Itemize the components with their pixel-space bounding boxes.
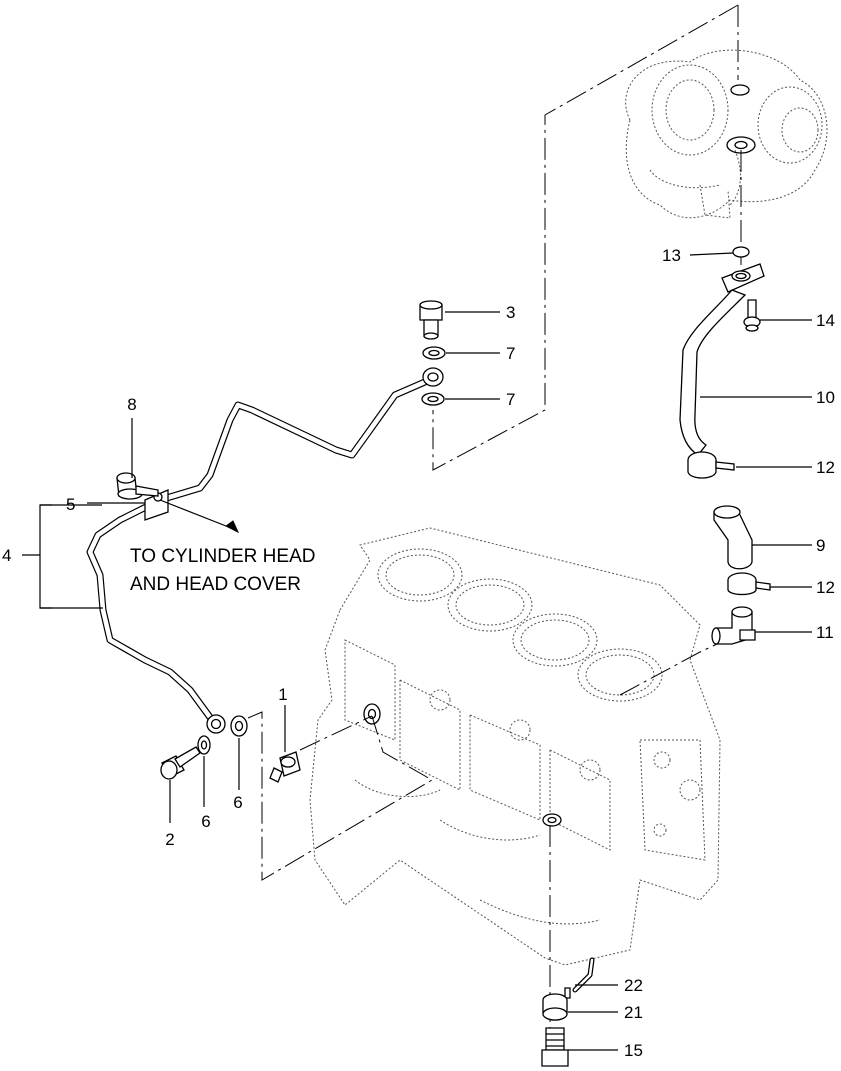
hose-clamp-lower xyxy=(727,572,771,596)
callout-labels: 1 2 3 4 5 6 6 7 7 8 9 10 11 12 12 13 14 … xyxy=(2,246,835,1060)
note-line-1: TO CYLINDER HEAD xyxy=(130,546,315,567)
pin xyxy=(564,987,571,999)
oil-return-pipe xyxy=(679,263,765,456)
callout-1: 1 xyxy=(278,685,287,704)
callout-7a: 7 xyxy=(506,344,515,363)
callout-22: 22 xyxy=(624,976,643,995)
callout-7b: 7 xyxy=(506,390,515,409)
flange-bolt-right xyxy=(743,299,761,332)
callout-21: 21 xyxy=(624,1003,643,1022)
note-line-2: AND HEAD COVER xyxy=(130,574,301,595)
banjo-bolt-top xyxy=(419,300,443,340)
relief-valve-bolt xyxy=(541,1027,569,1067)
callout-6a: 6 xyxy=(201,812,210,831)
callout-6b: 6 xyxy=(233,793,242,812)
callout-3: 3 xyxy=(506,303,515,322)
banjo-bolt-bottom xyxy=(160,746,201,780)
callout-11: 11 xyxy=(816,623,834,642)
oil-pressure-switch xyxy=(269,751,301,783)
o-ring xyxy=(732,246,750,258)
callout-4: 4 xyxy=(2,546,11,565)
flange-bolt xyxy=(116,472,159,500)
turbocharger xyxy=(625,49,828,219)
callout-12b: 12 xyxy=(816,578,835,597)
parts xyxy=(116,246,771,1067)
note-arrow-head xyxy=(225,520,240,534)
callout-10: 10 xyxy=(816,388,835,407)
oil-return-hose xyxy=(713,505,753,570)
callout-12a: 12 xyxy=(816,458,835,477)
elbow-connector xyxy=(711,606,756,645)
callout-15: 15 xyxy=(624,1041,643,1060)
piston-cooling-nozzle xyxy=(542,993,568,1021)
callout-13: 13 xyxy=(662,246,681,265)
engine-block xyxy=(309,527,721,966)
hose-clamp-upper xyxy=(687,451,735,479)
callout-8: 8 xyxy=(127,395,136,414)
callout-2: 2 xyxy=(165,830,174,849)
callout-5: 5 xyxy=(66,495,75,514)
note-text: TO CYLINDER HEAD AND HEAD COVER xyxy=(130,546,315,595)
callout-9: 9 xyxy=(816,536,825,555)
phantom-lines xyxy=(247,4,742,1030)
leader-lines xyxy=(22,252,812,1051)
callout-14: 14 xyxy=(816,311,835,330)
